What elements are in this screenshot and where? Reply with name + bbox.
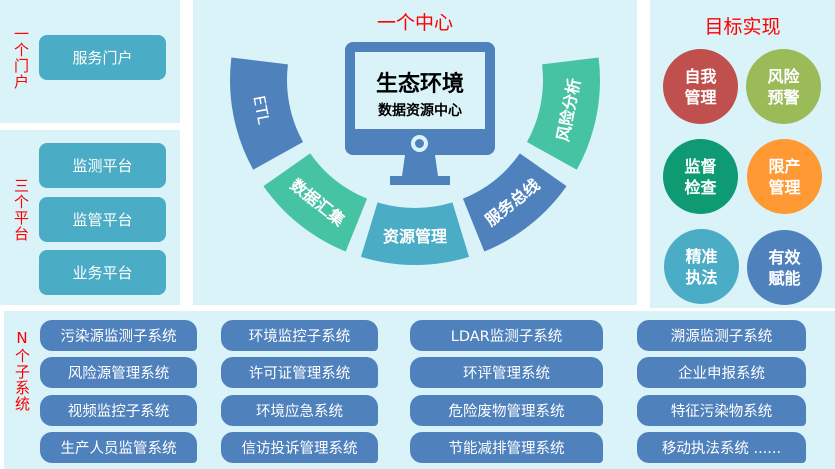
center-title: 一个中心 bbox=[376, 12, 453, 34]
portal-label: 一个门户 bbox=[12, 26, 30, 90]
goal-circle: 自我管理 bbox=[663, 49, 738, 124]
subsystem-button[interactable]: LDAR监测子系统 bbox=[410, 320, 603, 351]
goal-line: 精准 bbox=[685, 246, 718, 266]
supervision-platform-button[interactable]: 监管平台 bbox=[39, 197, 166, 242]
subsystems-panel: N个子系统 污染源监测子系统环境监控子系统 LDAR监测子系统 溯源监测子系统风险源… bbox=[4, 311, 835, 469]
goal-label: 精准执法 bbox=[685, 246, 717, 288]
subsystem-button[interactable]: 移动执法系统 ...... bbox=[637, 432, 806, 463]
goal-circle: 精准执法 bbox=[664, 229, 739, 304]
goal-circle: 风险预警 bbox=[746, 49, 821, 124]
goal-line: 限产 bbox=[768, 156, 801, 176]
goal-label: 有效赋能 bbox=[768, 247, 800, 289]
goal-line: 自我 bbox=[684, 66, 717, 86]
subsystem-button[interactable]: 企业申报系统 bbox=[637, 357, 806, 388]
goal-line: 检查 bbox=[684, 177, 717, 197]
goal-line: 赋能 bbox=[768, 268, 801, 288]
subsystem-button[interactable]: 许可证管理系统 bbox=[221, 357, 378, 388]
goal-line: 执法 bbox=[685, 267, 718, 287]
subsystem-button[interactable]: 特征污染物系统 bbox=[637, 395, 806, 426]
goal-circle: 有效赋能 bbox=[747, 230, 822, 305]
platforms-label: 三个平台 bbox=[12, 178, 30, 242]
goal-circle: 限产管理 bbox=[747, 139, 822, 214]
subsystem-button[interactable]: 溯源监测子系统 bbox=[637, 320, 806, 351]
subsystem-button[interactable]: 危险废物管理系统 bbox=[410, 395, 603, 426]
platforms-panel: 三个平台 监测平台 监管平台 业务平台 bbox=[0, 130, 180, 305]
goal-label: 自我管理 bbox=[684, 66, 716, 108]
monitor-title: 生态环境 bbox=[375, 72, 464, 97]
arc-segment-label: 资源管理 bbox=[383, 227, 447, 246]
service-portal-button[interactable]: 服务门户 bbox=[39, 35, 166, 80]
subsystem-button[interactable]: 视频监控子系统 bbox=[40, 395, 197, 426]
arc-segment[interactable] bbox=[263, 153, 368, 252]
monitor-icon: 生态环境 数据资源中心 bbox=[345, 42, 495, 155]
monitor-button bbox=[411, 135, 428, 152]
arc-segment[interactable] bbox=[462, 153, 567, 252]
subsystems-label: N个子系统 bbox=[13, 329, 31, 412]
goal-label: 监督检查 bbox=[684, 156, 716, 198]
goals-panel: 目标实现 自我管理风险预警监督检查限产管理精准执法有效赋能 bbox=[650, 0, 835, 308]
subsystem-button[interactable]: 信访投诉管理系统 bbox=[221, 432, 378, 463]
monitoring-platform-button[interactable]: 监测平台 bbox=[39, 143, 166, 188]
portal-panel: 一个门户 服务门户 bbox=[0, 0, 180, 123]
arc-segment[interactable] bbox=[230, 57, 304, 170]
goal-line: 管理 bbox=[768, 177, 801, 197]
goal-label: 风险预警 bbox=[767, 66, 799, 108]
subsystem-button[interactable]: 环评管理系统 bbox=[410, 357, 603, 388]
arc-segment[interactable] bbox=[526, 57, 600, 170]
business-platform-button[interactable]: 业务平台 bbox=[39, 250, 166, 295]
goal-label: 限产管理 bbox=[768, 156, 800, 198]
subsystem-button[interactable]: 生产人员监管系统 bbox=[40, 432, 197, 463]
goal-line: 预警 bbox=[767, 87, 800, 107]
subsystem-button[interactable]: 环境监控子系统 bbox=[221, 320, 378, 351]
goal-line: 管理 bbox=[684, 87, 717, 107]
subsystem-button[interactable]: 污染源监测子系统 bbox=[40, 320, 197, 351]
goal-line: 风险 bbox=[767, 66, 800, 86]
goals-title: 目标实现 bbox=[704, 16, 781, 38]
subsystem-button[interactable]: 节能减排管理系统 bbox=[410, 432, 603, 463]
goal-line: 有效 bbox=[768, 247, 801, 267]
subsystem-button[interactable]: 风险源管理系统 bbox=[40, 357, 197, 388]
monitor-subtitle: 数据资源中心 bbox=[378, 103, 462, 119]
goal-circle: 监督检查 bbox=[663, 139, 738, 214]
arc-segment[interactable] bbox=[360, 202, 470, 265]
subsystem-button[interactable]: 环境应急系统 bbox=[221, 395, 378, 426]
goal-line: 监督 bbox=[684, 156, 717, 176]
monitor-screen: 生态环境 数据资源中心 bbox=[355, 52, 485, 129]
